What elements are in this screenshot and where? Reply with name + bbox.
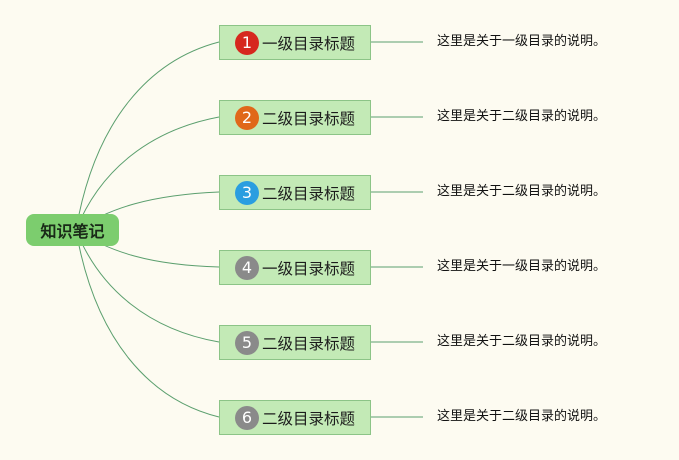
connector-root-to-branch-5 [75,229,220,343]
number-badge-4: 4 [235,255,259,280]
number-badge-2: 2 [235,105,259,130]
connector-root-to-branch-2 [75,116,220,231]
branch-description-5[interactable]: 这里是关于二级目录的说明。 [437,334,607,349]
branch-node-4[interactable]: 4 一级目录标题 [219,250,371,285]
root-topic-label: 知识笔记 [40,222,105,241]
branch-title-3: 二级目录标题 [262,184,356,203]
branch-node-2[interactable]: 2 二级目录标题 [219,100,371,135]
root-topic-node[interactable]: 知识笔记 [26,214,119,246]
branch-description-6[interactable]: 这里是关于二级目录的说明。 [437,409,607,424]
branch-title-1: 一级目录标题 [262,34,356,53]
branch-title-4: 一级目录标题 [262,259,356,278]
number-badge-3: 3 [235,180,259,205]
number-badge-5: 5 [235,330,259,355]
branch-description-1[interactable]: 这里是关于一级目录的说明。 [437,34,607,49]
connector-root-to-branch-6 [75,229,220,418]
number-badge-6: 6 [235,405,259,430]
branch-node-1[interactable]: 1 一级目录标题 [219,25,371,60]
branch-node-6[interactable]: 6 二级目录标题 [219,400,371,435]
branch-node-3[interactable]: 3 二级目录标题 [219,175,371,210]
branch-description-4[interactable]: 这里是关于一级目录的说明。 [437,259,607,274]
connector-root-to-branch-1 [75,41,220,231]
branch-node-5[interactable]: 5 二级目录标题 [219,325,371,360]
number-badge-1: 1 [235,30,259,55]
branch-title-2: 二级目录标题 [262,109,356,128]
branch-description-3[interactable]: 这里是关于二级目录的说明。 [437,184,607,199]
branch-title-6: 二级目录标题 [262,409,356,428]
branch-title-5: 二级目录标题 [262,334,356,353]
branch-description-2[interactable]: 这里是关于二级目录的说明。 [437,109,607,124]
